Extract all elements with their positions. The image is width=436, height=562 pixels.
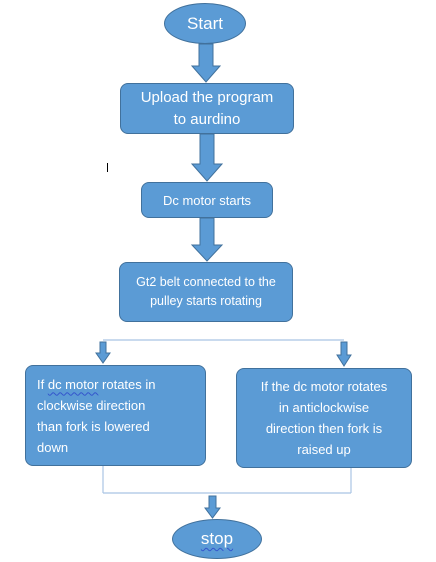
start-label: Start xyxy=(187,13,223,33)
stop-node[interactable]: stop xyxy=(172,519,262,559)
start-node[interactable]: Start xyxy=(164,3,246,44)
upload-program-node[interactable]: Upload the program to aurdino xyxy=(120,83,294,134)
clockwise-line1-prefix: If xyxy=(37,376,48,392)
clockwise-rest: clockwise direction than fork is lowered… xyxy=(37,397,150,455)
arrow-upload-to-dcmotor xyxy=(190,133,224,182)
belt-rotating-label: Gt2 belt connected to the pulley starts … xyxy=(136,275,276,308)
dc-motor-starts-node[interactable]: Dc motor starts xyxy=(141,182,273,218)
spellcheck-flagged-word: dc motor xyxy=(47,376,99,392)
anticlockwise-branch-label: If the dc motor rotates in anticlockwise… xyxy=(260,379,388,457)
anticlockwise-branch-node[interactable]: If the dc motor rotates in anticlockwise… xyxy=(236,368,412,468)
clockwise-branch-node[interactable]: If dc motor rotates in clockwise directio… xyxy=(25,365,206,466)
clockwise-branch-text: If dc motor rotates in clockwise directio… xyxy=(37,374,156,458)
stop-label: stop xyxy=(200,529,234,548)
clockwise-line1-suffix: rotates in xyxy=(98,376,156,392)
arrow-merge-to-stop xyxy=(204,495,221,519)
upload-program-label: Upload the program to aurdino xyxy=(140,88,274,128)
arrow-branch-left xyxy=(95,341,111,364)
dc-motor-starts-label: Dc motor starts xyxy=(162,192,252,208)
arrow-dcmotor-to-belt xyxy=(190,217,224,262)
belt-rotating-node[interactable]: Gt2 belt connected to the pulley starts … xyxy=(119,262,293,322)
text-cursor xyxy=(107,163,108,172)
arrow-branch-right xyxy=(336,341,352,367)
arrow-start-to-upload xyxy=(190,43,222,83)
